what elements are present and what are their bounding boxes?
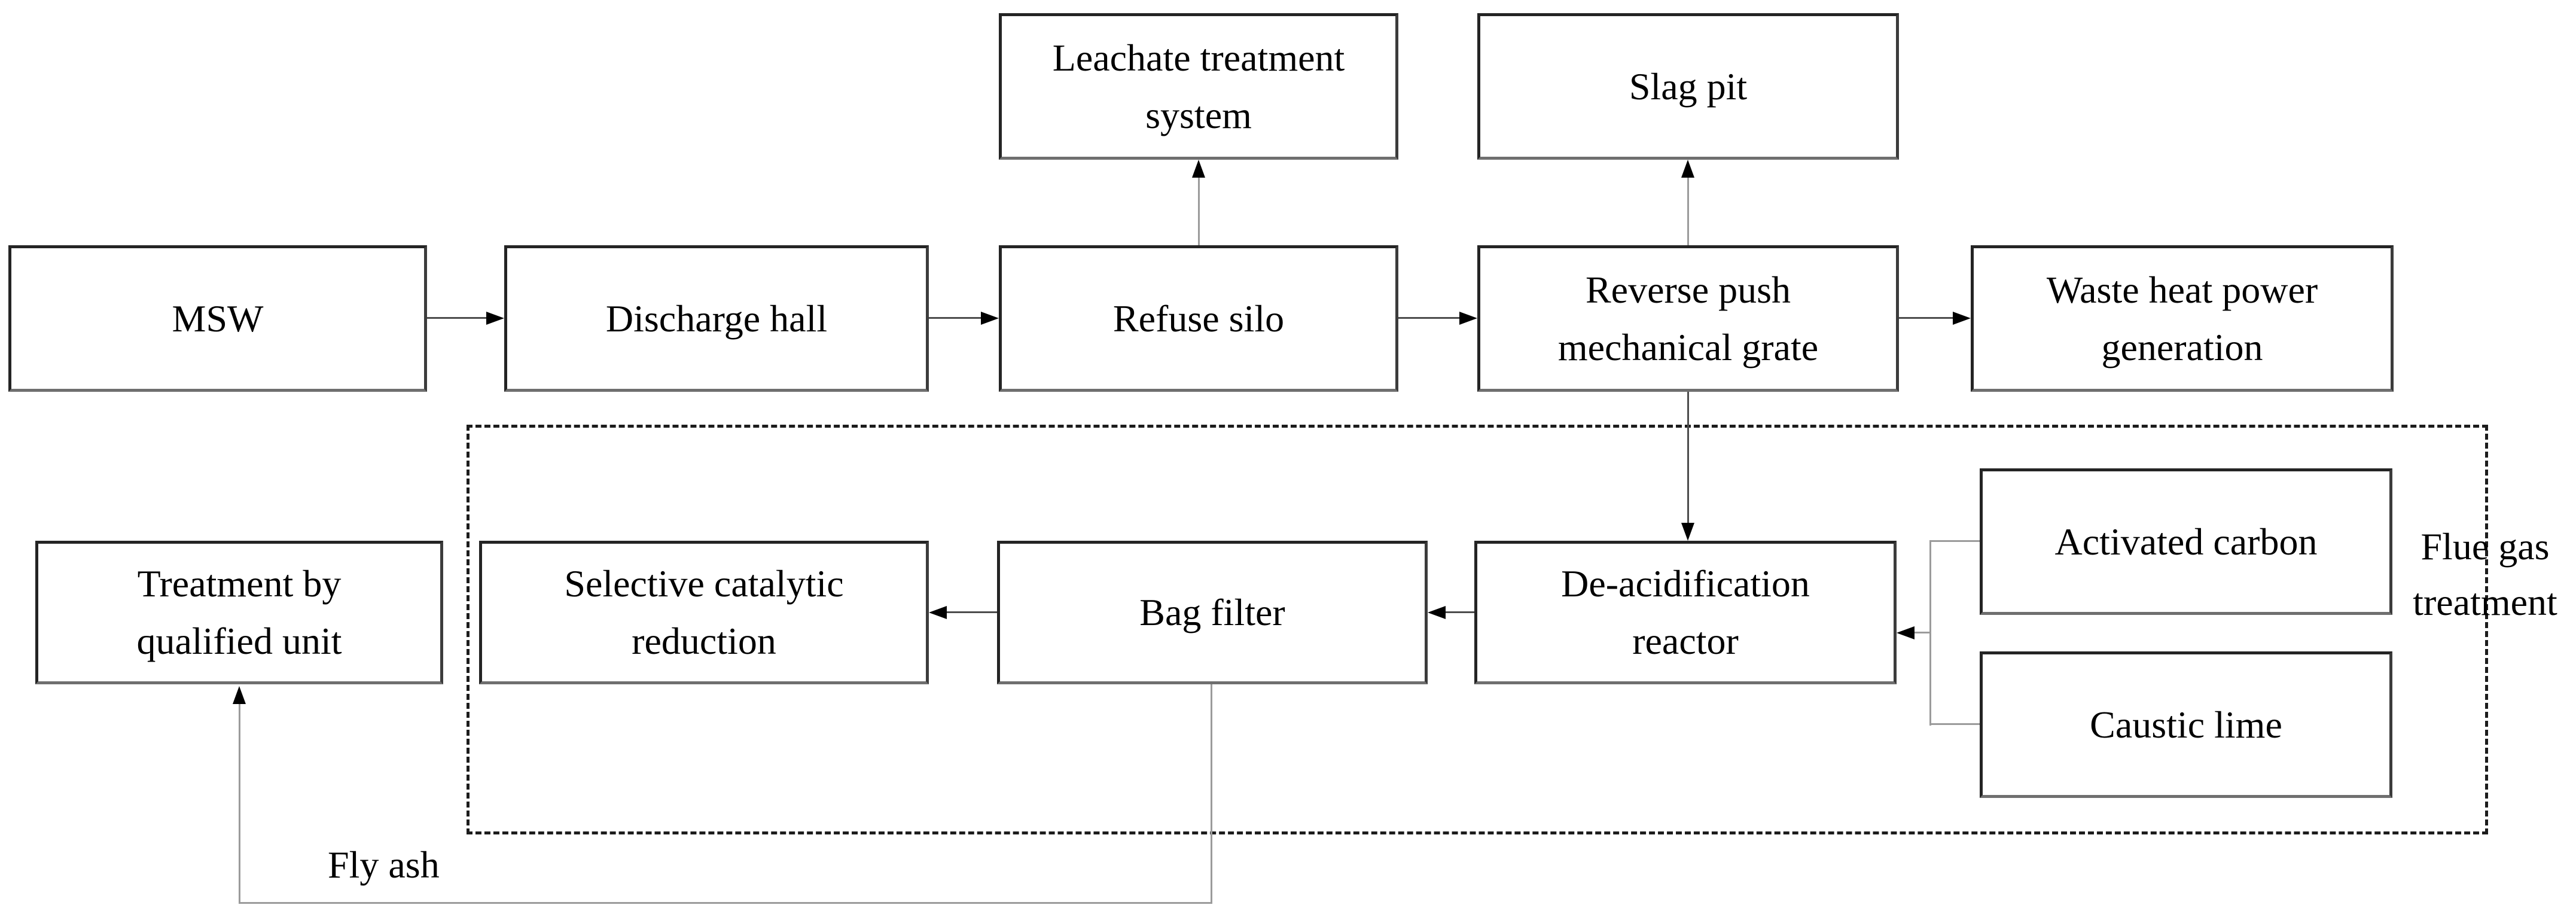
node-treatment-by-qualified-unit-label: Treatment by qualified unit	[136, 562, 342, 662]
flyash-path-bottom-line	[239, 902, 1212, 904]
edge-reactor-bagfilter-arrowhead	[1428, 606, 1446, 619]
edge-bagfilter-scr-line	[946, 611, 997, 613]
edge-grate-reactor-line	[1687, 392, 1689, 523]
flue-gas-treatment-dashed-region	[467, 425, 2488, 834]
edge-refuse-leachate-arrowhead	[1192, 160, 1205, 178]
edge-grate-reactor-arrowhead	[1681, 523, 1694, 541]
edge-reactor-bagfilter-line	[1444, 611, 1474, 613]
node-caustic-lime: Caustic lime	[1980, 651, 2392, 798]
node-waste-heat-power-generation: Waste heat power generation	[1971, 245, 2394, 392]
node-leachate-treatment-system: Leachate treatment system	[999, 13, 1398, 160]
edge-grate-wasteheat-line	[1899, 317, 1954, 319]
node-bag-filter: Bag filter	[997, 541, 1428, 684]
edge-discharge-refuse-line	[929, 317, 982, 319]
flyash-path-up-line	[239, 704, 240, 904]
node-leachate-treatment-system-label: Leachate treatment system	[1052, 36, 1345, 136]
edge-bagfilter-scr-arrowhead	[929, 606, 947, 619]
flyash-path-arrowhead	[233, 686, 246, 704]
node-activated-carbon-label: Activated carbon	[2054, 520, 2318, 563]
node-deacidification-reactor: De-acidification reactor	[1474, 541, 1897, 684]
edge-grate-slagpit-line	[1687, 178, 1689, 245]
node-refuse-silo: Refuse silo	[999, 245, 1398, 392]
fly-ash-label: Fly ash	[328, 843, 440, 886]
edge-additives-reactor-line	[1913, 632, 1931, 633]
edge-grate-wasteheat-arrowhead	[1953, 312, 1971, 325]
edge-discharge-refuse-arrowhead	[981, 312, 999, 325]
node-slag-pit: Slag pit	[1477, 13, 1899, 160]
node-activated-carbon: Activated carbon	[1980, 468, 2392, 615]
edge-msw-discharge-line	[427, 317, 487, 319]
flue-gas-treatment-label: Flue gas treatment	[2413, 525, 2557, 623]
node-slag-pit-label: Slag pit	[1629, 65, 1748, 108]
node-refuse-silo-label: Refuse silo	[1112, 297, 1285, 340]
bracket-activated-carbon-stub	[1929, 540, 1980, 542]
node-deacidification-reactor-label: De-acidification reactor	[1561, 562, 1810, 662]
node-selective-catalytic-reduction: Selective catalytic reduction	[479, 541, 929, 684]
node-discharge-hall: Discharge hall	[504, 245, 929, 392]
node-reverse-push-mechanical-grate: Reverse push mechanical grate	[1477, 245, 1899, 392]
node-discharge-hall-label: Discharge hall	[605, 297, 828, 340]
edge-msw-discharge-arrowhead	[486, 312, 504, 325]
flyash-path-down-line	[1211, 684, 1212, 904]
edge-additives-reactor-arrowhead	[1897, 626, 1915, 639]
node-selective-catalytic-reduction-label: Selective catalytic reduction	[564, 562, 844, 662]
edge-refuse-grate-line	[1398, 317, 1461, 319]
node-reverse-push-mechanical-grate-label: Reverse push mechanical grate	[1557, 268, 1819, 368]
edge-refuse-leachate-line	[1198, 178, 1200, 245]
node-caustic-lime-label: Caustic lime	[2090, 703, 2282, 746]
bracket-caustic-lime-stub	[1929, 723, 1980, 725]
node-msw: MSW	[8, 245, 427, 392]
node-bag-filter-label: Bag filter	[1139, 591, 1285, 633]
node-msw-label: MSW	[172, 297, 264, 340]
node-waste-heat-power-generation-label: Waste heat power generation	[2046, 268, 2318, 368]
edge-grate-slagpit-arrowhead	[1681, 160, 1694, 178]
node-treatment-by-qualified-unit: Treatment by qualified unit	[35, 541, 443, 684]
edge-refuse-grate-arrowhead	[1459, 312, 1477, 325]
bracket-additives-vline	[1929, 541, 1931, 726]
